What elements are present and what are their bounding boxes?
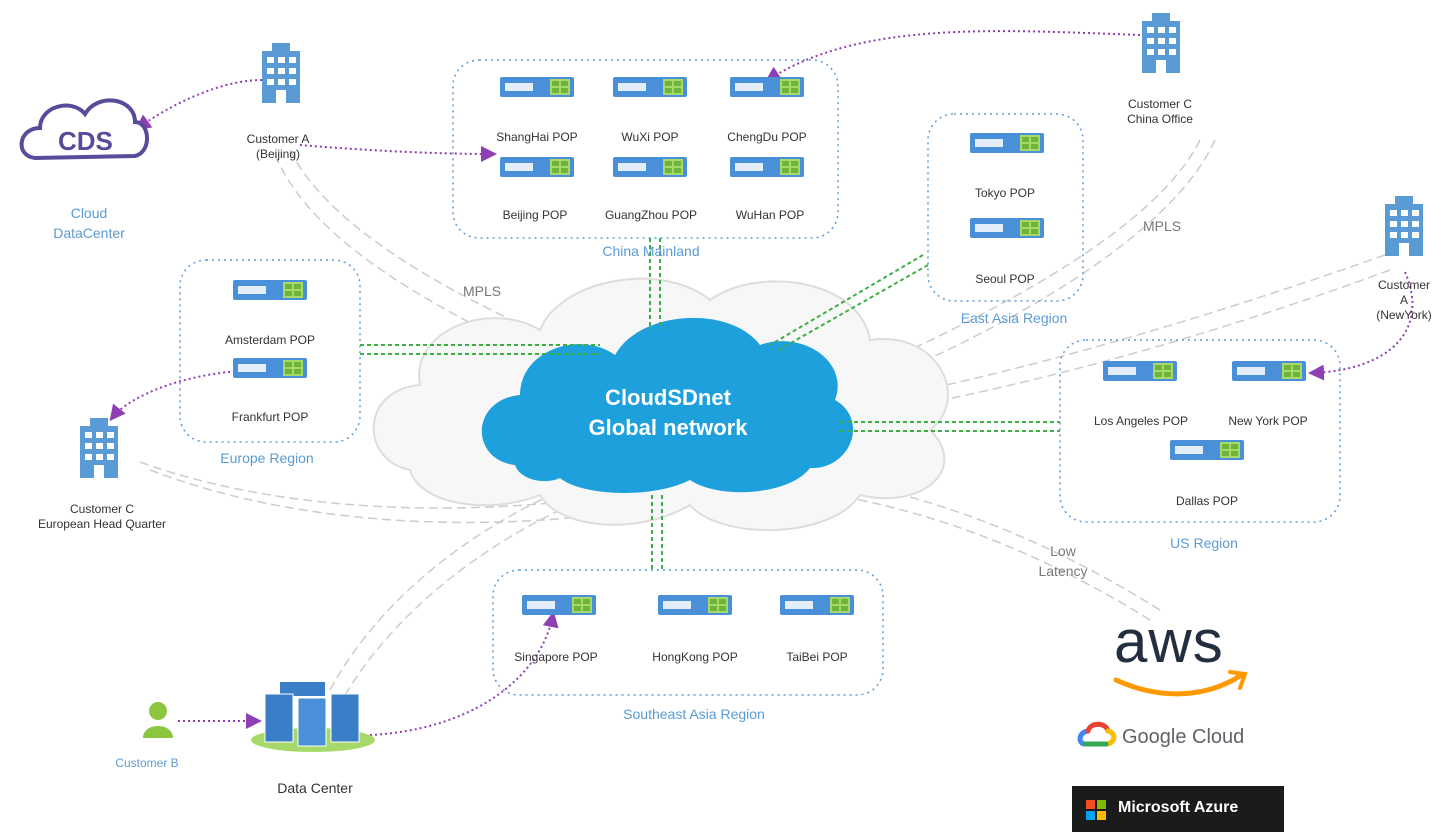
server-icon [1103, 361, 1177, 381]
google-cloud-label: Google Cloud [1122, 726, 1245, 748]
server-icon [1232, 361, 1306, 381]
server-icon [233, 280, 307, 300]
building-icon [1142, 13, 1180, 73]
customer-a-beijing-label: Customer A (Beijing) [246, 132, 310, 161]
pop-label-shanghai: ShangHai POP [496, 130, 578, 144]
region-label-china: China Mainland [602, 243, 700, 259]
cds-cloud-icon [19, 98, 149, 161]
pop-label-wuhan: WuHan POP [735, 208, 805, 222]
region-box-east-asia [927, 113, 1084, 302]
customer-c-europe-label: Customer C European Head Quarter [37, 502, 167, 531]
cds-logo: CDS [58, 126, 113, 156]
server-icon [730, 77, 804, 97]
region-box-europe [179, 259, 361, 443]
building-icon [1385, 196, 1423, 256]
pop-label-frankfurt: Frankfurt POP [231, 410, 309, 424]
pop-label-taibei: TaiBei POP [786, 650, 848, 664]
aws-smile-icon [1113, 673, 1243, 697]
low-latency-label: Low Latency [1038, 543, 1088, 579]
mpls-label-right: MPLS [1143, 218, 1182, 234]
aws-arrow-icon [1228, 670, 1248, 690]
server-icon [970, 218, 1044, 238]
pop-label-amsterdam: Amsterdam POP [224, 333, 316, 347]
server-icon [1170, 440, 1244, 460]
region-label-europe: Europe Region [220, 450, 314, 466]
pop-label-beijing: Beijing POP [502, 208, 568, 222]
pop-label-los-angeles: Los Angeles POP [1093, 414, 1189, 428]
region-label-us: US Region [1170, 535, 1238, 551]
server-icon [500, 77, 574, 97]
server-icon [970, 133, 1044, 153]
core-cloud [481, 317, 854, 493]
region-label-southeast-asia: Southeast Asia Region [623, 706, 765, 722]
customer-c-china-label: Customer C China Office [1127, 97, 1193, 126]
cloud-datacenter-label: Cloud DataCenter [53, 205, 125, 241]
server-icon [233, 358, 307, 378]
building-icon [262, 43, 300, 103]
building-icon [80, 418, 118, 478]
pop-label-dallas: Dallas POP [1175, 494, 1239, 508]
customer-b-label: Customer B [115, 756, 179, 770]
server-icon [780, 595, 854, 615]
region-box-southeast-asia [492, 569, 884, 696]
region-boxes [179, 59, 1341, 696]
person-icon [143, 702, 173, 738]
pop-label-chengdu: ChengDu POP [727, 130, 807, 144]
azure-badge: Microsoft Azure [1072, 786, 1284, 832]
server-icon [658, 595, 732, 615]
server-icon [522, 595, 596, 615]
server-icon [730, 157, 804, 177]
azure-label: Microsoft Azure [1118, 799, 1239, 816]
datacenter-icon [251, 682, 375, 752]
customer-a-newyork-label: Customer A (NewYork) [1376, 278, 1432, 322]
region-box-us [1059, 339, 1341, 523]
aws-logo-text: aws [1114, 608, 1224, 675]
network-title: CloudSDnet Global network [588, 385, 748, 440]
data-center-label: Data Center [277, 780, 353, 796]
mpls-label-left: MPLS [463, 283, 502, 299]
pop-label-tokyo: Tokyo POP [974, 186, 1036, 200]
server-icon [613, 157, 687, 177]
microsoft-logo-icon [1086, 800, 1106, 820]
pop-label-guangzhou: GuangZhou POP [604, 208, 698, 222]
google-cloud-icon [1077, 721, 1117, 747]
pop-label-singapore: Singapore POP [514, 650, 598, 664]
pop-label-new-york: New York POP [1228, 414, 1308, 428]
server-icon [613, 77, 687, 97]
pop-label-hongkong: HongKong POP [652, 650, 738, 664]
backbone-links [360, 238, 1060, 570]
server-icon [500, 157, 574, 177]
pop-label-seoul: Seoul POP [975, 272, 1035, 286]
pop-label-wuxi: WuXi POP [621, 130, 679, 144]
region-label-east-asia: East Asia Region [960, 310, 1068, 326]
